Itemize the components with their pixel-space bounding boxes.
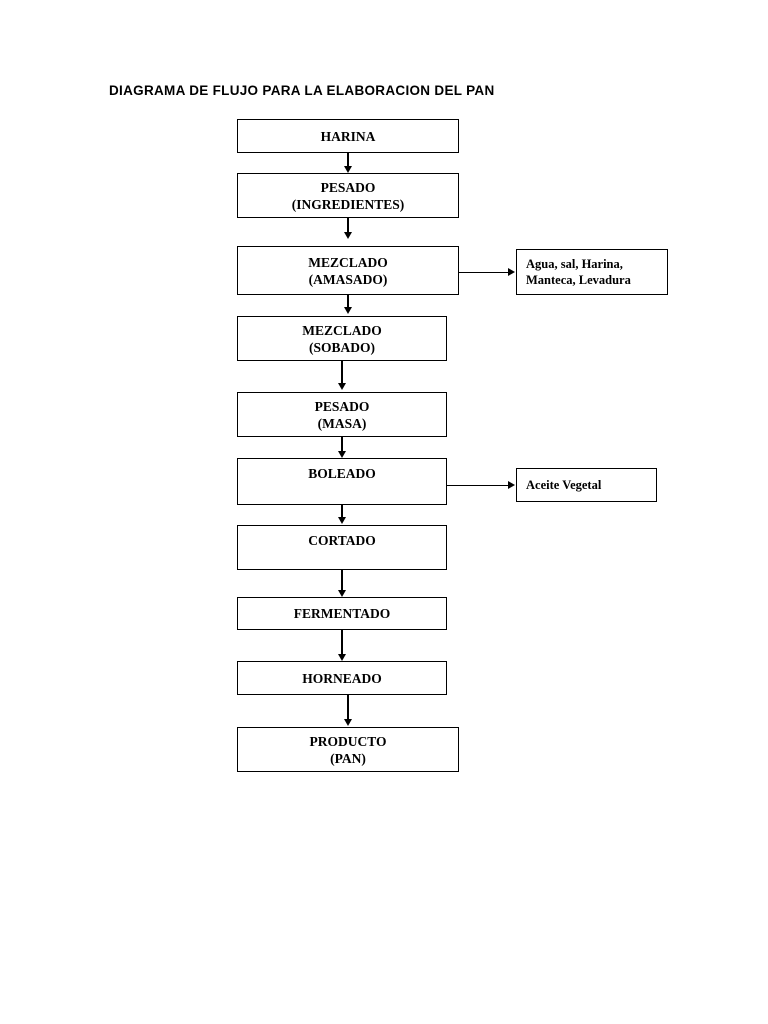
input-node-ingredients[interactable]: Agua, sal, Harina, Manteca, Levadura [516, 249, 668, 295]
arrow-right-icon [508, 480, 515, 489]
process-node-label: PESADO (INGREDIENTES) [291, 179, 405, 212]
connector-cortado-to-fermentado [341, 570, 343, 591]
process-node-label: PESADO (MASA) [314, 398, 370, 431]
arrow-down-icon [343, 307, 352, 314]
connector-boleado-to-aceite-vegetal [447, 484, 509, 486]
connector-mezclado-amasado-to-ingredients [459, 271, 509, 273]
process-node-mezclado-amasado[interactable]: MEZCLADO (AMASADO) [237, 246, 459, 295]
arrow-down-icon [343, 232, 352, 239]
arrow-down-icon [337, 451, 346, 458]
process-node-label: PRODUCTO (PAN) [309, 733, 387, 766]
connector-horneado-to-producto [347, 695, 349, 720]
process-node-label: FERMENTADO [293, 606, 391, 621]
input-node-label: Agua, sal, Harina, Manteca, Levadura [526, 257, 631, 287]
connector-mezclado-amasado-to-mezclado-sobado [347, 295, 349, 308]
process-node-producto-pan[interactable]: PRODUCTO (PAN) [237, 727, 459, 772]
process-node-label: MEZCLADO (AMASADO) [308, 254, 388, 287]
connector-pesado-ingredientes-to-mezclado-amasado [347, 218, 349, 233]
process-node-mezclado-sobado[interactable]: MEZCLADO (SOBADO) [237, 316, 447, 361]
process-node-label: MEZCLADO (SOBADO) [302, 322, 382, 355]
arrow-down-icon [337, 383, 346, 390]
process-node-horneado[interactable]: HORNEADO [237, 661, 447, 695]
process-node-label: HARINA [320, 128, 376, 144]
process-node-cortado[interactable]: CORTADO [237, 525, 447, 570]
connector-pesado-masa-to-boleado [341, 437, 343, 452]
process-node-label: HORNEADO [302, 670, 382, 686]
process-node-boleado[interactable]: BOLEADO [237, 458, 447, 505]
connector-boleado-to-cortado [341, 505, 343, 518]
arrow-down-icon [337, 654, 346, 661]
arrow-down-icon [343, 719, 352, 726]
process-node-label: BOLEADO [308, 466, 376, 481]
connector-harina-to-pesado-ingredientes [347, 153, 349, 167]
arrow-down-icon [337, 590, 346, 597]
arrow-down-icon [337, 517, 346, 524]
process-node-fermentado[interactable]: FERMENTADO [237, 597, 447, 630]
process-node-label: CORTADO [308, 533, 376, 548]
connector-mezclado-sobado-to-pesado-masa [341, 361, 343, 384]
input-node-label: Aceite Vegetal [526, 478, 602, 492]
process-node-harina[interactable]: HARINA [237, 119, 459, 153]
page-title: DIAGRAMA DE FLUJO PARA LA ELABORACION DE… [109, 83, 495, 98]
arrow-right-icon [508, 267, 515, 276]
process-node-pesado-ingredientes[interactable]: PESADO (INGREDIENTES) [237, 173, 459, 218]
connector-fermentado-to-horneado [341, 630, 343, 655]
input-node-aceite-vegetal[interactable]: Aceite Vegetal [516, 468, 657, 502]
arrow-down-icon [343, 166, 352, 173]
process-node-pesado-masa[interactable]: PESADO (MASA) [237, 392, 447, 437]
